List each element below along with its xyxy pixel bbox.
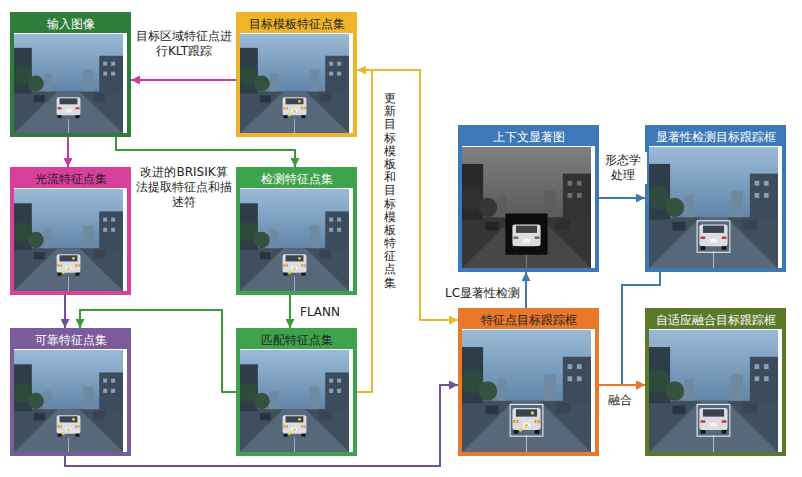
edge-label: 改进的BRISIK算法提取特征点和描述符 bbox=[133, 164, 235, 211]
connector-arrow bbox=[64, 295, 66, 328]
panel-title: 可靠特征点集 bbox=[14, 332, 127, 349]
road-photo bbox=[238, 189, 349, 291]
panel-title: 自适应融合目标跟踪框 bbox=[649, 312, 782, 329]
panel-title: 输入图像 bbox=[14, 16, 127, 33]
connector-arrow bbox=[599, 197, 645, 199]
image-panel: 可靠特征点集 bbox=[10, 328, 131, 456]
road-photo bbox=[238, 34, 349, 133]
panel-title: 上下文显著图 bbox=[462, 129, 595, 146]
connector-arrow bbox=[525, 272, 527, 308]
image-panel: 输入图像 bbox=[10, 12, 131, 137]
connector-arrow bbox=[116, 137, 295, 167]
edge-label: FLANN bbox=[298, 304, 342, 321]
connector-arrow bbox=[599, 384, 645, 386]
image-panel: 匹配特征点集 bbox=[236, 328, 357, 456]
saliency-map bbox=[460, 147, 591, 268]
edge-label: LC显著性检测 bbox=[443, 285, 522, 302]
image-panel: 特征点目标跟踪框 bbox=[458, 308, 599, 456]
panel-title: 显著性检测目标跟踪框 bbox=[649, 129, 782, 146]
edge-label: 融合 bbox=[606, 392, 634, 409]
road-photo bbox=[647, 147, 778, 268]
road-photo bbox=[12, 189, 123, 291]
edge-label: 更新目标模板和目标模板特征点集 bbox=[383, 90, 397, 292]
connector-arrow bbox=[357, 70, 372, 392]
image-panel: 显著性检测目标跟踪框 bbox=[645, 125, 786, 272]
image-panel: 自适应融合目标跟踪框 bbox=[645, 308, 786, 456]
road-photo bbox=[647, 330, 778, 452]
panel-title: 检测特征点集 bbox=[240, 171, 353, 188]
connector-arrow bbox=[131, 79, 236, 81]
connector-arrow bbox=[289, 295, 291, 328]
image-panel: 检测特征点集 bbox=[236, 167, 357, 295]
connector-arrow bbox=[80, 310, 236, 392]
panel-title: 光流特征点集 bbox=[14, 171, 127, 188]
image-panel: 上下文显著图 bbox=[458, 125, 599, 272]
panel-title: 目标模板特征点集 bbox=[240, 16, 353, 33]
edge-label: 目标区域特征点进行KLT跟踪 bbox=[133, 28, 235, 60]
road-photo bbox=[12, 34, 123, 133]
connector-arrow bbox=[357, 70, 458, 392]
road-photo bbox=[12, 350, 123, 452]
road-photo bbox=[460, 330, 591, 452]
panel-title: 匹配特征点集 bbox=[240, 332, 353, 349]
edge-label: 形态学处理 bbox=[599, 152, 647, 184]
connector-arrow bbox=[67, 137, 69, 167]
panel-title: 特征点目标跟踪框 bbox=[462, 312, 595, 329]
road-photo bbox=[238, 350, 349, 452]
image-panel: 光流特征点集 bbox=[10, 167, 131, 295]
image-panel: 目标模板特征点集 bbox=[236, 12, 357, 137]
